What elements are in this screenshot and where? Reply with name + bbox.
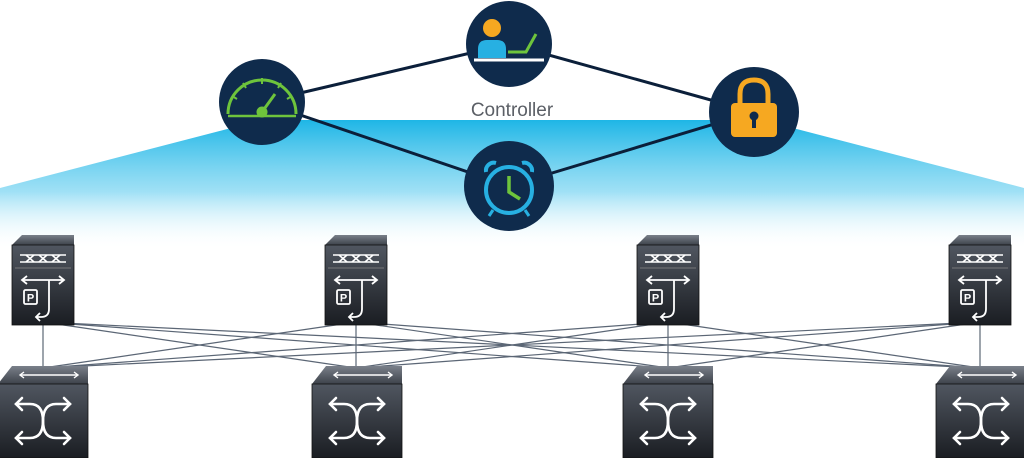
p-device-2[interactable] bbox=[324, 234, 388, 326]
switch-4[interactable] bbox=[934, 364, 1024, 458]
lock-icon bbox=[731, 77, 777, 137]
switch-2[interactable] bbox=[310, 364, 404, 458]
switch-3[interactable] bbox=[621, 364, 715, 458]
fabric-links bbox=[42, 321, 981, 369]
scheduling-node[interactable] bbox=[464, 141, 554, 231]
p-device-4[interactable] bbox=[948, 234, 1012, 326]
switch-1[interactable] bbox=[0, 364, 90, 458]
controller-label: Controller bbox=[470, 100, 554, 121]
alarm-clock-icon bbox=[483, 160, 535, 217]
user-laptop-icon bbox=[474, 19, 544, 62]
p-device-1[interactable] bbox=[11, 234, 75, 326]
analytics-gauge-icon bbox=[226, 78, 298, 118]
user-node[interactable] bbox=[466, 1, 552, 87]
analytics-gauge-node[interactable] bbox=[219, 59, 305, 145]
security-node[interactable] bbox=[709, 67, 799, 157]
p-device-3[interactable] bbox=[636, 234, 700, 326]
